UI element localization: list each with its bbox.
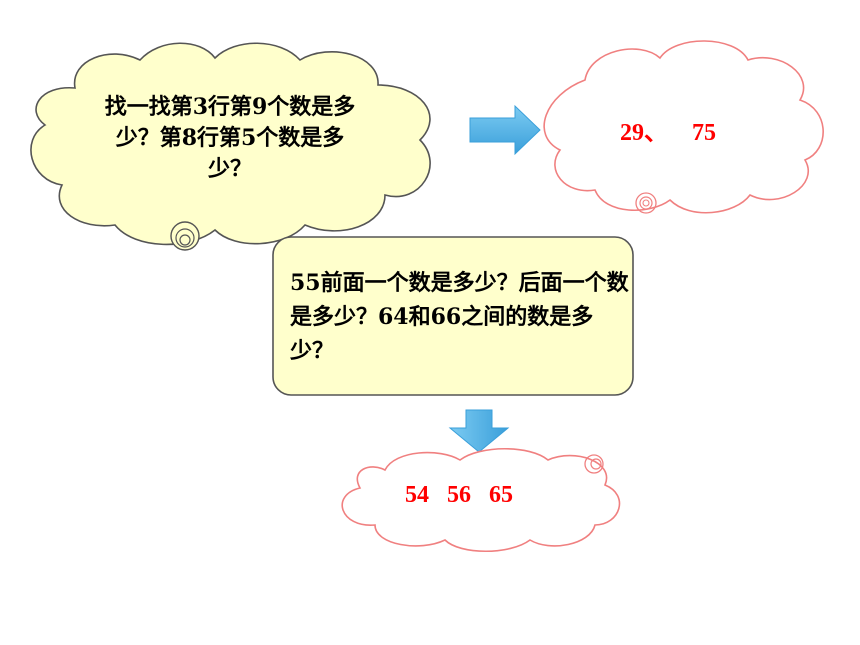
answer-cloud-1-text: 29、 75 [620,120,716,146]
question-cloud-shape [30,42,431,246]
answer-cloud-1 [543,40,824,214]
answer-bubble-1a [635,192,657,214]
answer-bubble-2b [590,458,602,470]
thought-bubble-small [179,234,191,246]
question-box-text: 55前面一个数是多少？后面一个数是多少？64和66之间的数是多少？ [290,270,629,364]
answer-cloud-2-shape [341,447,621,553]
thought-bubble-medium [175,228,195,248]
question-cloud [30,42,431,251]
question-cloud-text: 找一找第3行第9个数是多少？第8行第5个数是多少？ [104,94,356,182]
answer-bubble-1b [639,196,653,210]
answer-cloud-2-text: 54 56 65 [405,482,513,508]
answer-cloud-2 [341,447,621,553]
arrow-down-icon [448,409,510,453]
answer-bubble-1c [642,199,650,207]
arrow-right-icon [469,104,541,156]
thought-bubble-large [170,221,200,251]
question-box [272,236,634,396]
answer-bubble-2a [584,454,604,474]
answer-cloud-1-shape [543,40,824,214]
